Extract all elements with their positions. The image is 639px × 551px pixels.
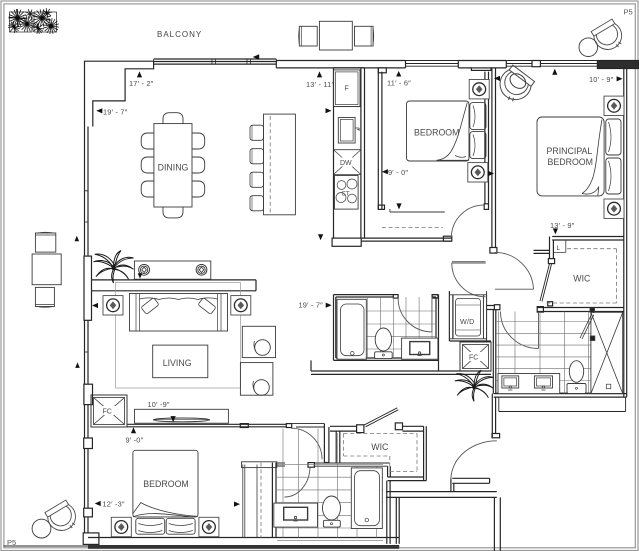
svg-text:10′ -9″: 10′ -9″ [148,400,170,409]
svg-text:9′ - 0″: 9′ - 0″ [388,168,408,177]
svg-text:FC: FC [103,409,112,416]
svg-text:19′ - 7″: 19′ - 7″ [299,301,324,310]
svg-text:LIVING: LIVING [163,358,192,368]
svg-text:P5: P5 [7,538,16,547]
svg-text:PRINCIPAL: PRINCIPAL [547,146,593,156]
svg-text:DINING: DINING [158,162,189,172]
svg-text:W/D: W/D [460,317,475,326]
svg-text:13′ - 11″: 13′ - 11″ [306,80,334,89]
svg-text:BEDROOM: BEDROOM [143,479,188,489]
svg-text:BEDROOM: BEDROOM [548,157,593,167]
svg-text:CT: CT [342,192,350,198]
svg-text:DW: DW [340,160,352,167]
svg-text:FC: FC [469,355,478,362]
svg-text:F: F [345,86,349,93]
svg-text:10′ - 9″: 10′ - 9″ [589,75,614,84]
svg-text:WIC: WIC [371,442,389,452]
svg-text:BALCONY: BALCONY [157,30,202,39]
svg-text:P5: P5 [624,8,633,17]
svg-text:L: L [557,245,561,252]
svg-text:17′ - 2″: 17′ - 2″ [129,79,154,88]
svg-text:13′ - 9″: 13′ - 9″ [550,221,575,230]
svg-text:11′ - 6″: 11′ - 6″ [387,78,411,87]
svg-text:19′ - 7″: 19′ - 7″ [103,108,128,117]
svg-text:WIC: WIC [573,273,591,283]
svg-text:12′ -3″: 12′ -3″ [103,500,125,509]
svg-text:9′ -0″: 9′ -0″ [126,436,144,445]
svg-text:BEDROOM: BEDROOM [414,128,459,138]
